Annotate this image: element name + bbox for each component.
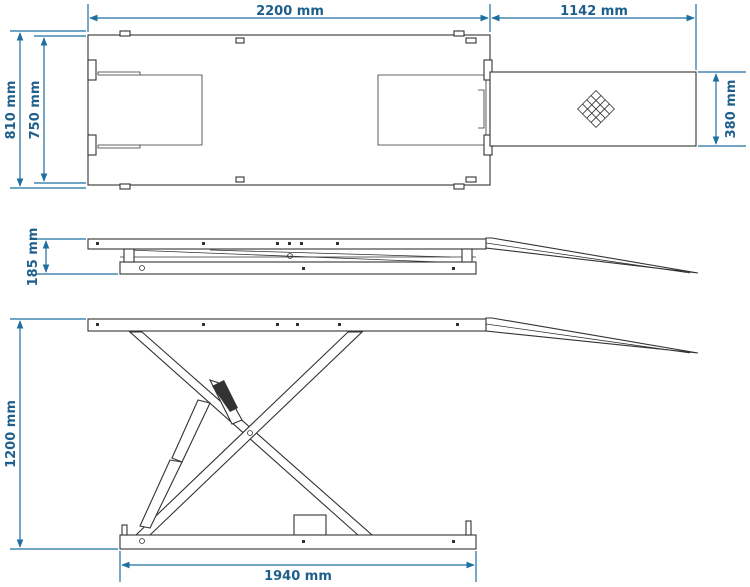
dim-ramp-length: 1142 mm: [560, 4, 628, 19]
dim-outer-width: 810 mm: [4, 81, 19, 140]
dim-ramp-width: 380 mm: [724, 80, 739, 139]
dim-raised-height: 1200 mm: [4, 400, 19, 468]
top-view: [87, 30, 697, 190]
dimension-lines: [10, 4, 746, 582]
dim-base-length: 1940 mm: [264, 569, 332, 584]
dim-top-length: 2200 mm: [256, 4, 324, 19]
ramp-grip-pattern: [577, 90, 615, 128]
side-view-lowered: [87, 237, 699, 275]
side-view-raised: [87, 317, 699, 550]
dim-lowered-height: 185 mm: [26, 228, 41, 287]
dim-inner-width: 750 mm: [28, 81, 43, 140]
